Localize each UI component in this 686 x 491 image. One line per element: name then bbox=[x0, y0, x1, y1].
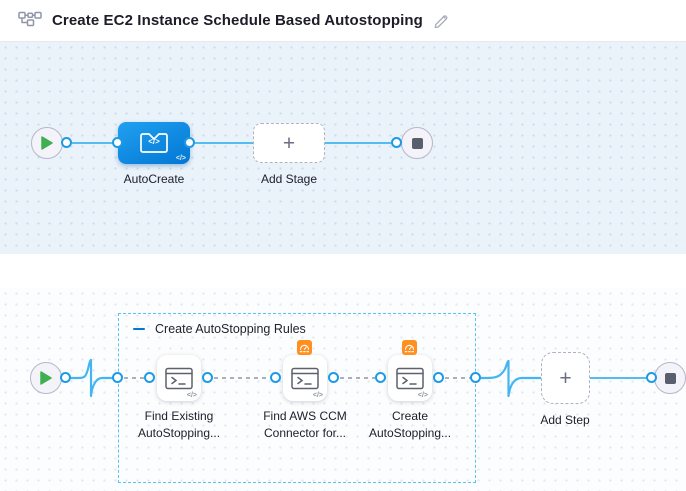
link-port bbox=[328, 372, 339, 383]
connector-line bbox=[72, 142, 113, 144]
stage-pipeline-canvas[interactable]: </> </> + AutoCreate Add Stage bbox=[0, 42, 686, 254]
stop-icon bbox=[664, 372, 676, 384]
custom-stage-icon: </> bbox=[139, 131, 169, 155]
play-icon bbox=[40, 371, 52, 385]
step-node-create-autostopping[interactable]: </> bbox=[388, 355, 432, 401]
pipeline-graph-icon bbox=[18, 9, 42, 32]
step-label: Find AWS CCM Connector for... bbox=[263, 409, 347, 441]
template-code-indicator: </> bbox=[417, 392, 428, 399]
play-icon bbox=[41, 136, 53, 150]
step-label: Create AutoStopping... bbox=[368, 409, 452, 441]
dashed-connector bbox=[445, 377, 470, 379]
ccm-gauge-badge-icon bbox=[297, 340, 312, 355]
pulse-connector bbox=[481, 359, 541, 398]
add-step-label: Add Step bbox=[540, 413, 590, 427]
shell-script-icon bbox=[165, 367, 193, 389]
stop-icon bbox=[411, 137, 423, 149]
stage-label: AutoCreate bbox=[123, 172, 185, 186]
steps-start-node bbox=[30, 362, 62, 394]
link-port bbox=[375, 372, 386, 383]
pencil-icon bbox=[434, 14, 448, 28]
dashed-connector bbox=[340, 377, 375, 379]
steps-end-node bbox=[654, 362, 686, 394]
shell-script-icon bbox=[291, 367, 319, 389]
link-port bbox=[646, 372, 657, 383]
ccm-gauge-badge-icon bbox=[402, 340, 417, 355]
connector-line bbox=[325, 142, 391, 144]
template-code-indicator: </> bbox=[312, 392, 323, 399]
step-group-label: Create AutoStopping Rules bbox=[155, 322, 306, 336]
link-port bbox=[433, 372, 444, 383]
add-stage-label: Add Stage bbox=[260, 172, 318, 186]
pipeline-end-node bbox=[401, 127, 433, 159]
plus-icon: + bbox=[282, 131, 296, 155]
link-port bbox=[112, 137, 123, 148]
link-port bbox=[112, 372, 123, 383]
dashed-connector bbox=[124, 377, 144, 379]
link-port bbox=[184, 137, 195, 148]
shell-script-icon bbox=[396, 367, 424, 389]
link-port bbox=[470, 372, 481, 383]
step-group-header[interactable]: Create AutoStopping Rules bbox=[133, 322, 306, 336]
template-code-indicator: </> bbox=[186, 392, 197, 399]
step-group-create-autostopping-rules[interactable]: Create AutoStopping Rules bbox=[118, 313, 476, 483]
collapse-group-icon[interactable] bbox=[133, 327, 145, 331]
step-node-find-aws-ccm-connector[interactable]: </> bbox=[283, 355, 327, 401]
pulse-connector bbox=[71, 358, 118, 398]
pipeline-start-node bbox=[31, 127, 63, 159]
dashed-connector bbox=[214, 377, 270, 379]
step-node-find-existing-autostopping[interactable]: </> bbox=[157, 355, 201, 401]
pipeline-header: Create EC2 Instance Schedule Based Autos… bbox=[0, 0, 686, 42]
link-port bbox=[60, 372, 71, 383]
link-port bbox=[270, 372, 281, 383]
plus-icon: + bbox=[559, 366, 572, 390]
link-port bbox=[391, 137, 402, 148]
connector-line bbox=[195, 142, 253, 144]
link-port bbox=[144, 372, 155, 383]
page-title: Create EC2 Instance Schedule Based Autos… bbox=[52, 12, 423, 29]
execution-steps-canvas[interactable]: Create AutoStopping Rules </> bbox=[0, 288, 686, 491]
edit-pipeline-name-button[interactable] bbox=[433, 13, 449, 29]
link-port bbox=[61, 137, 72, 148]
link-port bbox=[202, 372, 213, 383]
connector-line bbox=[590, 377, 646, 379]
step-label: Find Existing AutoStopping... bbox=[137, 409, 221, 441]
add-step-button[interactable]: + bbox=[541, 352, 590, 404]
template-code-indicator: </> bbox=[175, 155, 186, 162]
add-stage-button[interactable]: + bbox=[253, 123, 325, 163]
stage-node-autocreate[interactable]: </> </> bbox=[118, 122, 190, 164]
